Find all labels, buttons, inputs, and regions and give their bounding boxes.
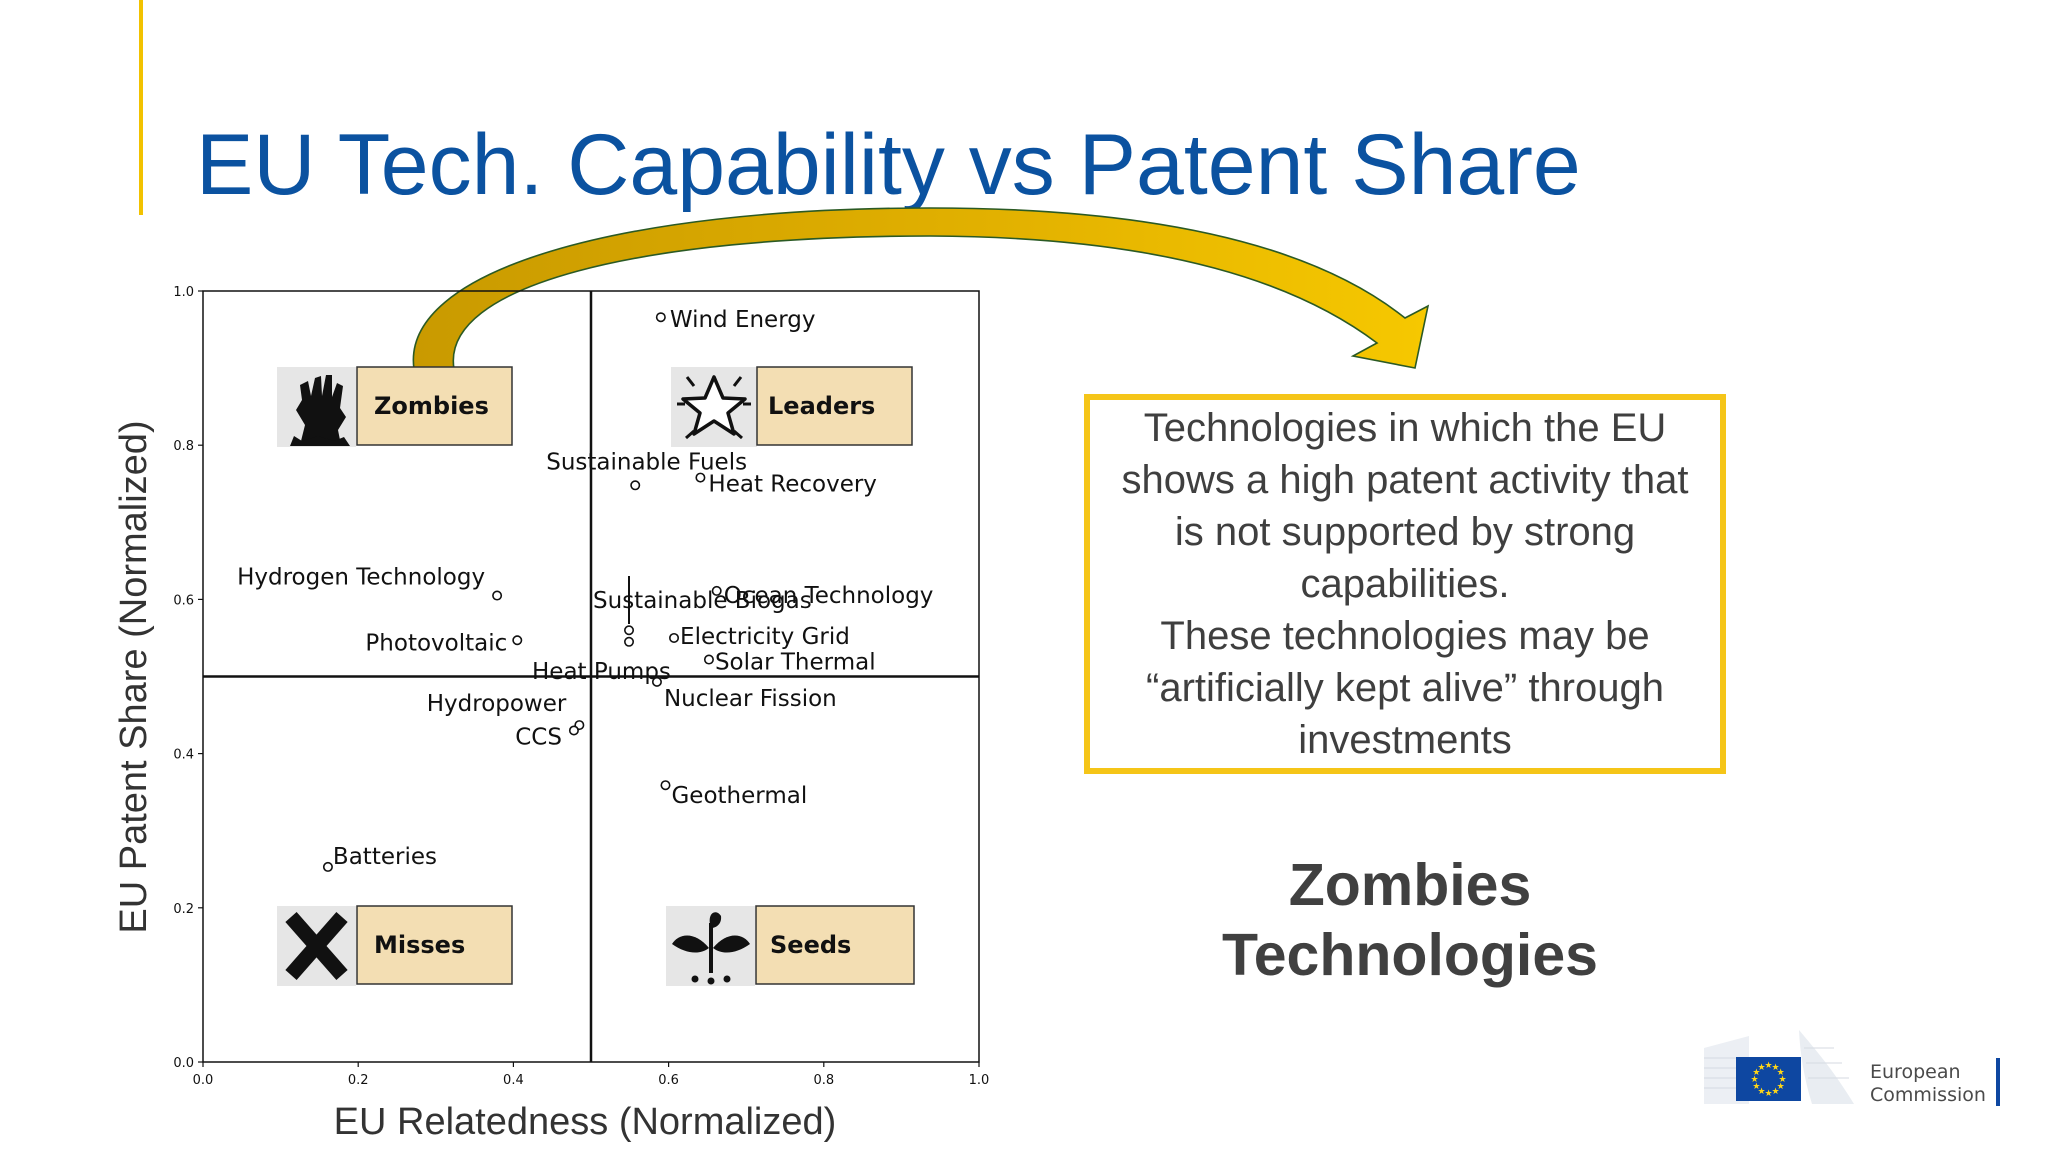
quadrant-label-seeds: Seeds: [770, 931, 851, 959]
point-label-hydropower: Hydropower: [427, 691, 567, 717]
slide-title: EU Tech. Capability vs Patent Share: [196, 117, 1581, 213]
y-tick-label: 0.6: [173, 593, 194, 608]
y-tick-label: 0.2: [173, 902, 194, 917]
data-point-batteries: [322, 861, 333, 872]
building-graphic: [1704, 1030, 1854, 1104]
y-axis-title: EU Patent Share (Normalized): [113, 420, 155, 933]
x-tick-label: 0.2: [348, 1073, 369, 1088]
x-tick-label: 0.0: [193, 1073, 214, 1088]
point-label-heat-recovery: Heat Recovery: [708, 472, 877, 498]
callout-line: is not supported by strong: [1174, 510, 1636, 554]
callout-line: investments: [1298, 718, 1512, 762]
x-tick-label: 1.0: [969, 1073, 990, 1088]
data-point-hydrogen-technology: [492, 590, 503, 601]
european-commission-wordmark: European Commission: [1870, 1061, 1986, 1107]
point-label-photovoltaic: Photovoltaic: [365, 630, 507, 656]
eu-star-icon: ★: [1752, 1082, 1760, 1092]
data-point-photovoltaic: [512, 635, 523, 646]
eu-star-icon: ★: [1764, 1061, 1772, 1071]
callout-line: These technologies may be: [1160, 614, 1650, 658]
eu-star-icon: ★: [1764, 1089, 1772, 1099]
eu-star-icon: ★: [1752, 1068, 1760, 1078]
eu-star-icon: ★: [1757, 1063, 1765, 1073]
zombies-description-callout: Technologies in which the EU shows a hig…: [1084, 394, 1726, 774]
european-commission-logo: ★★★★★★★★★★★★: [1704, 1030, 1854, 1104]
callout-line: “artificially kept alive” through: [1146, 666, 1664, 710]
eu-star-icon: ★: [1757, 1087, 1765, 1097]
leaders-quadrant-badge: Leaders: [671, 366, 913, 447]
data-point-ocean-technology: [711, 585, 722, 596]
point-label-ccs: CCS: [515, 724, 562, 750]
callout-line: shows a high patent activity that: [1121, 458, 1689, 502]
data-point-ccs: [568, 725, 579, 736]
accent-bar: [139, 0, 143, 215]
eu-star-icon: ★: [1771, 1063, 1779, 1073]
y-tick-label: 1.0: [173, 285, 194, 300]
subtitle-line: Zombies: [1288, 852, 1532, 918]
subtitle-line: Technologies: [1222, 922, 1598, 988]
eu-star-icon: ★: [1777, 1082, 1785, 1092]
logo-text-line: Commission: [1870, 1084, 1986, 1106]
data-point-electricity-grid: [669, 632, 680, 643]
data-point-heat-recovery: [695, 472, 706, 483]
x-axis-title: EU Relatedness (Normalized): [334, 1101, 837, 1143]
eu-flag-icon: [1736, 1057, 1801, 1101]
data-point-heat-pumps: [624, 636, 635, 647]
point-label-hydrogen-technology: Hydrogen Technology: [237, 565, 485, 591]
data-point-wind-energy: [655, 312, 666, 323]
logo-divider-bar: [1996, 1058, 2000, 1106]
callout-line: capabilities.: [1300, 562, 1510, 606]
data-point-sustainable-biogas: [624, 625, 635, 636]
eu-star-icon: ★: [1771, 1087, 1779, 1097]
callout-line: Technologies in which the EU: [1143, 406, 1667, 450]
point-label-batteries: Batteries: [333, 844, 437, 870]
eu-star-icon: ★: [1777, 1068, 1785, 1078]
point-label-sustainable-fuels: Sustainable Fuels: [546, 449, 747, 475]
axis-ticks: 0.0 0.2 0.4 0.6 0.8 1.0 0.0 0.2 0.4 0.6 0.8 1.0: [173, 285, 989, 1088]
point-label-solar-thermal: Solar Thermal: [715, 650, 876, 676]
data-point-nuclear-fission: [651, 676, 662, 687]
y-tick-label: 0.4: [173, 748, 194, 763]
eu-star-icon: ★: [1750, 1075, 1758, 1085]
curved-arrow: [412, 207, 1430, 370]
seeds-quadrant-badge: Seeds: [666, 905, 915, 986]
quadrant-label-leaders: Leaders: [768, 392, 875, 420]
misses-quadrant-badge: Misses: [277, 905, 513, 986]
point-label-ocean-technology: Ocean Technology: [724, 583, 934, 609]
point-label-geothermal: Geothermal: [671, 783, 807, 809]
data-point-geothermal: [660, 780, 671, 791]
quadrant-label-misses: Misses: [374, 931, 465, 959]
y-tick-label: 0.0: [173, 1056, 194, 1071]
logo-text-line: European: [1870, 1061, 1961, 1083]
zombies-quadrant-badge: Zombies: [277, 366, 513, 447]
point-label-nuclear-fission: Nuclear Fission: [664, 686, 837, 712]
eu-stars: ★★★★★★★★★★★★: [1750, 1061, 1786, 1099]
point-label-sustainable-biogas: Sustainable Biogas: [593, 588, 812, 614]
point-label-heat-pumps: Heat Pumps: [532, 659, 671, 685]
point-label-electricity-grid: Electricity Grid: [680, 624, 850, 650]
x-tick-label: 0.4: [503, 1073, 524, 1088]
data-point-sustainable-fuels: [630, 480, 641, 491]
eu-star-icon: ★: [1778, 1075, 1786, 1085]
point-label-wind-energy: Wind Energy: [670, 307, 816, 333]
quadrant-label-zombies: Zombies: [374, 392, 489, 420]
x-tick-label: 0.6: [658, 1073, 679, 1088]
y-tick-label: 0.8: [173, 439, 194, 454]
x-tick-label: 0.8: [813, 1073, 834, 1088]
zombies-technologies-heading: Zombies Technologies: [1190, 850, 1630, 990]
data-point-solar-thermal: [703, 654, 714, 665]
